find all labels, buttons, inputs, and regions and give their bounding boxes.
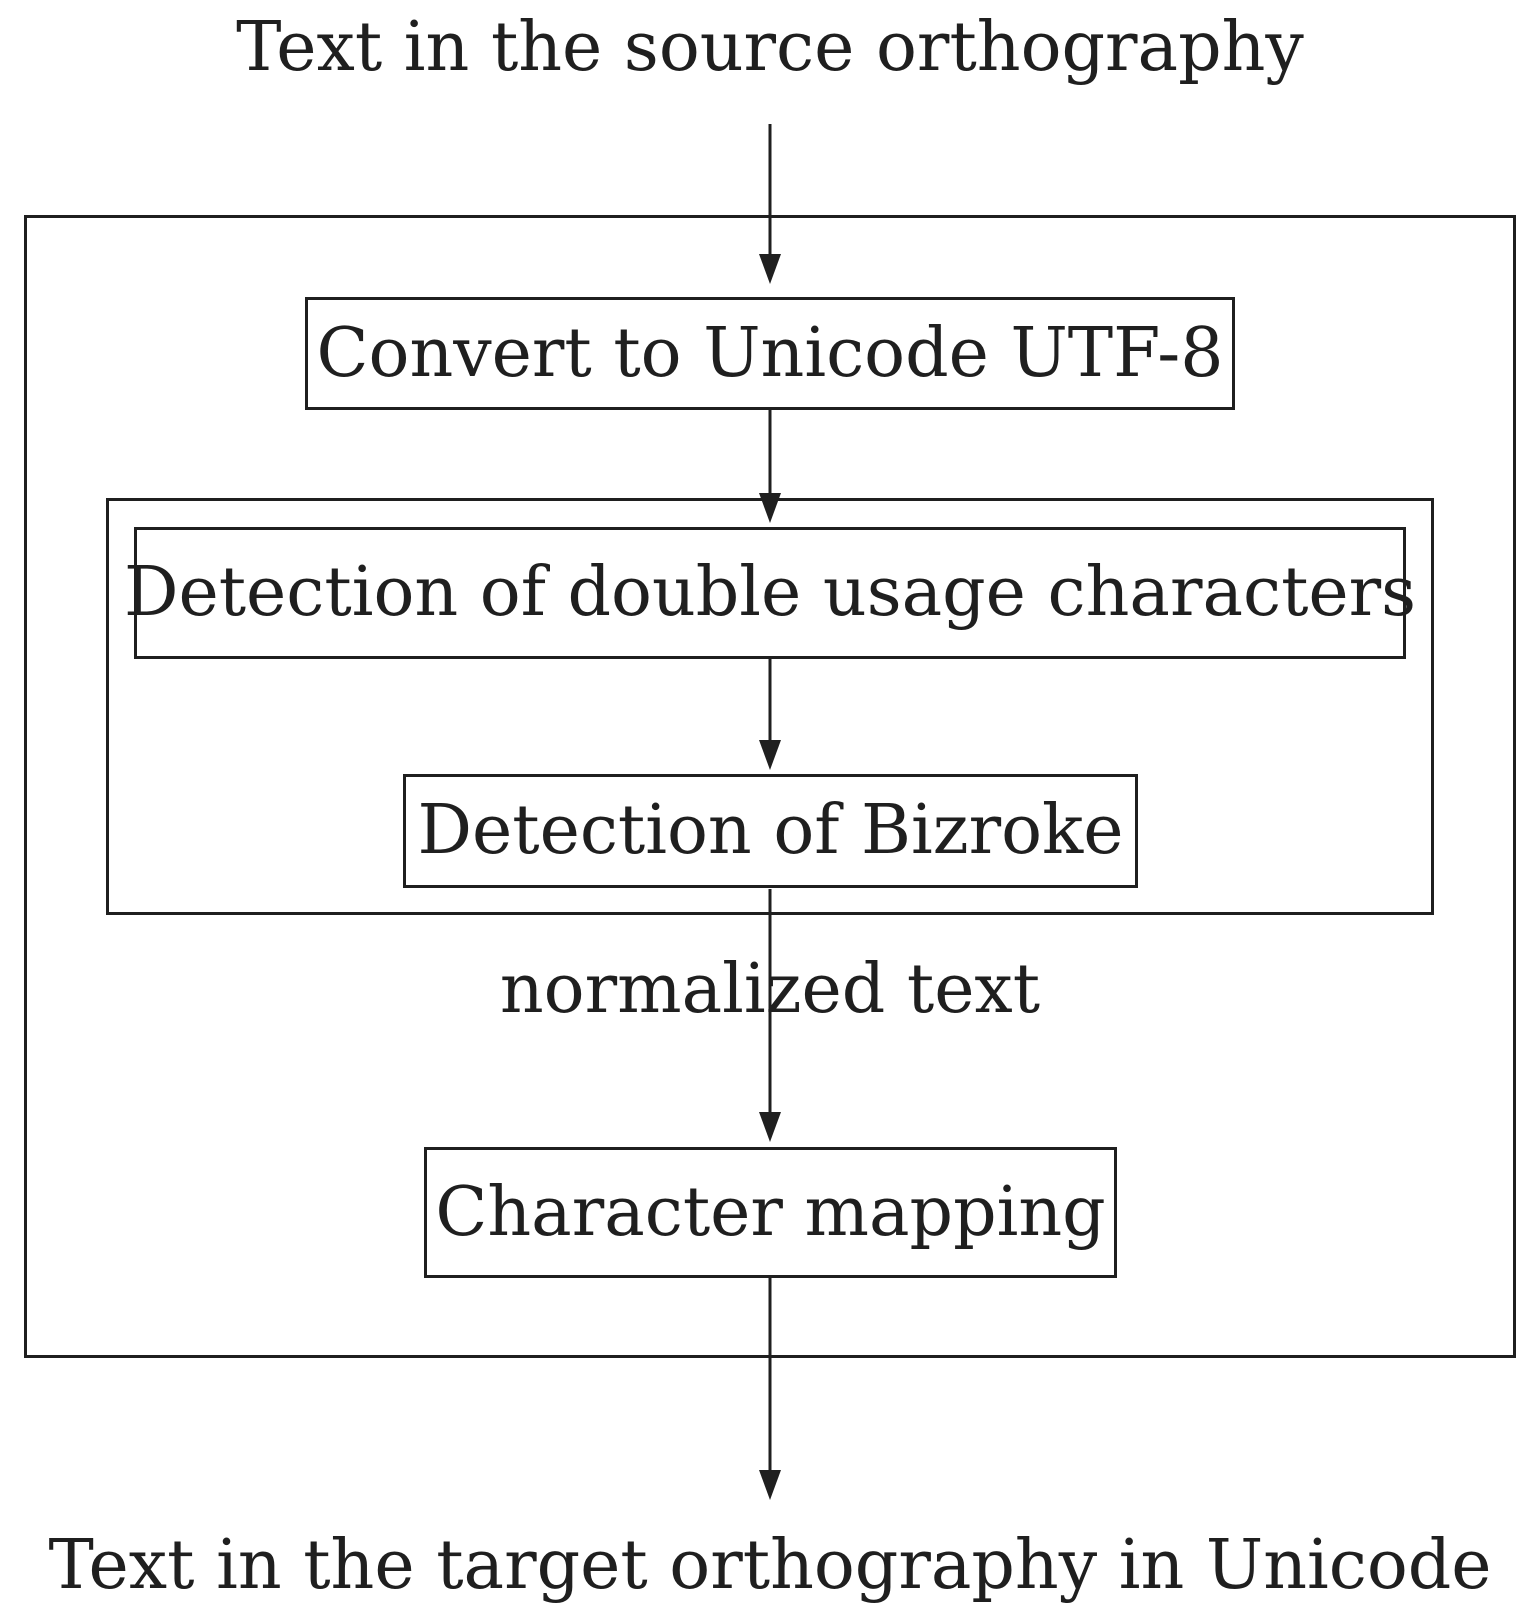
character-mapping-label: Character mapping bbox=[435, 1172, 1106, 1252]
outer-process-box bbox=[24, 215, 1516, 1358]
normalized-text-edge-label: normalized text bbox=[499, 950, 1041, 1029]
double-usage-detection-label: Detection of double usage characters bbox=[123, 553, 1417, 632]
output-label: Text in the target orthography in Unicod… bbox=[48, 1526, 1492, 1605]
convert-utf8-label: Convert to Unicode UTF-8 bbox=[316, 313, 1224, 393]
input-label: Text in the source orthography bbox=[236, 8, 1304, 87]
character-mapping-box: Character mapping bbox=[424, 1147, 1117, 1278]
arrowhead-icon bbox=[759, 1470, 781, 1500]
bizroke-detection-label: Detection of Bizroke bbox=[417, 791, 1124, 870]
bizroke-detection-box: Detection of Bizroke bbox=[403, 774, 1138, 888]
normalization-group-box bbox=[106, 498, 1434, 915]
convert-utf8-box: Convert to Unicode UTF-8 bbox=[305, 297, 1235, 410]
double-usage-detection-box: Detection of double usage characters bbox=[123, 527, 1417, 659]
